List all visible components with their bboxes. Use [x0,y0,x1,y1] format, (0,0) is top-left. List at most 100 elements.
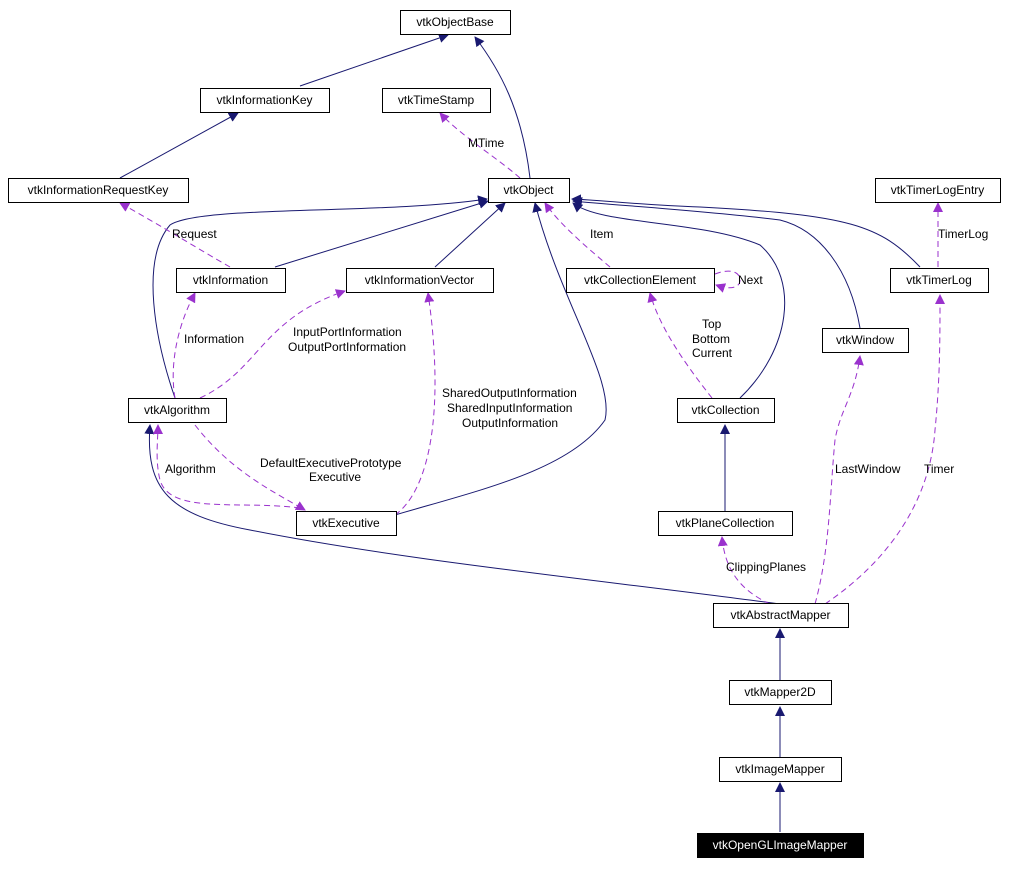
label-default-exec-1: Executive [309,470,361,484]
node-box [890,268,989,293]
label-next: Next [738,273,763,287]
edge-abstractmapper-uses-planecollection [717,536,771,605]
edge-collectionelement-uses-object [544,202,611,268]
node-label: vtkInformationKey [216,93,312,107]
label-port-info-0: InputPortInformation [293,325,402,339]
node-label: vtkOpenGLImageMapper [713,838,848,852]
label-port-info-1: OutputPortInformation [288,340,406,354]
edge-object-uses-timestamp [439,112,521,179]
node-image-mapper[interactable]: vtkImageMapper [719,757,842,782]
node-label: vtkAlgorithm [144,403,210,417]
edge-requestkey-to-informationkey [119,112,239,179]
edge-algorithm-uses-information [172,292,196,399]
node-box [697,833,864,858]
node-time-stamp[interactable]: vtkTimeStamp [382,88,491,113]
edge-window-to-object [572,196,861,329]
node-box [875,178,1001,203]
node-box [713,603,849,628]
node-label: vtkCollectionElement [584,273,697,287]
node-label: vtkExecutive [312,516,380,530]
node-box [822,328,909,353]
class-nodes: vtkObjectBase vtkInformationKey vtkTimeSta… [8,10,1001,858]
node-box [8,178,189,203]
edge-labels: MTime Request Item Next TimerLog Informa… [165,136,988,574]
node-information[interactable]: vtkInformation [176,268,286,293]
node-information-key[interactable]: vtkInformationKey [200,88,330,113]
node-box [677,398,775,423]
node-box [382,88,491,113]
label-information: Information [184,332,244,346]
label-shared-info-1: SharedInputInformation [447,401,572,415]
node-collection[interactable]: vtkCollection [677,398,775,423]
edge-informationvector-to-object [434,202,506,268]
node-label: vtkAbstractMapper [730,608,830,622]
inheritance-edges [119,33,921,832]
node-box [346,268,494,293]
node-information-request-key[interactable]: vtkInformationRequestKey [8,178,189,203]
node-label: vtkObject [503,183,554,197]
node-plane-collection[interactable]: vtkPlaneCollection [658,511,793,536]
edge-abstractmapper-uses-timerlog [824,294,945,605]
node-information-vector[interactable]: vtkInformationVector [346,268,494,293]
label-top: Top [702,317,722,331]
node-timer-log[interactable]: vtkTimerLog [890,268,989,293]
label-current: Current [692,346,733,360]
label-clipping: ClippingPlanes [726,560,806,574]
edge-object-to-objectbase [474,36,531,179]
node-collection-element[interactable]: vtkCollectionElement [566,268,715,293]
label-algorithm: Algorithm [165,462,216,476]
node-label: vtkPlaneCollection [676,516,775,530]
node-box [296,511,397,536]
edge-collection-uses-collectionelement [647,292,713,399]
node-object-base[interactable]: vtkObjectBase [400,10,511,35]
node-label: vtkTimeStamp [398,93,475,107]
edge-information-to-object [274,198,489,268]
node-label: vtkInformation [193,273,268,287]
node-label: vtkObjectBase [416,15,494,29]
edge-executive-to-object [394,202,607,516]
node-algorithm[interactable]: vtkAlgorithm [128,398,227,423]
edge-executive-uses-informationvector [394,292,436,516]
node-label: vtkCollection [691,403,759,417]
edge-timerlog-to-object [571,194,921,268]
node-label: vtkWindow [836,333,894,347]
node-mapper2-d[interactable]: vtkMapper2D [729,680,832,705]
node-box [729,680,832,705]
label-default-exec-0: DefaultExecutivePrototype [260,456,402,470]
node-label: vtkMapper2D [744,685,816,699]
node-label: vtkInformationVector [365,273,474,287]
node-object[interactable]: vtkObject [488,178,570,203]
label-mtime: MTime [468,136,505,150]
edge-abstractmapper-uses-window [814,355,864,605]
usage-edges [119,112,945,605]
node-box [658,511,793,536]
label-timerlog: TimerLog [938,227,988,241]
edge-collectionelement-next [714,270,741,293]
edge-collection-to-object [572,202,786,399]
edge-abstractmapper-to-object [144,424,781,605]
label-item: Item [590,227,613,241]
node-timer-log-entry[interactable]: vtkTimerLogEntry [875,178,1001,203]
node-abstract-mapper[interactable]: vtkAbstractMapper [713,603,849,628]
node-box [400,10,511,35]
edge-information-uses-requestkey [119,202,231,268]
node-box [719,757,842,782]
node-box [488,178,570,203]
node-open-glimage-mapper[interactable]: vtkOpenGLImageMapper [697,833,864,858]
edge-algorithm-uses-executive [194,424,306,511]
node-box [200,88,330,113]
label-request: Request [172,227,217,241]
label-shared-info-2: OutputInformation [462,416,558,430]
edge-algorithm-uses-informationvector [199,289,346,399]
node-box [176,268,286,293]
node-executive[interactable]: vtkExecutive [296,511,397,536]
node-box [566,268,715,293]
edge-executive-uses-algorithm [152,424,301,509]
edge-informationkey-to-objectbase [299,33,449,87]
label-lastwindow: LastWindow [835,462,901,476]
label-bottom: Bottom [692,332,730,346]
node-label: vtkInformationRequestKey [28,183,169,197]
node-window[interactable]: vtkWindow [822,328,909,353]
